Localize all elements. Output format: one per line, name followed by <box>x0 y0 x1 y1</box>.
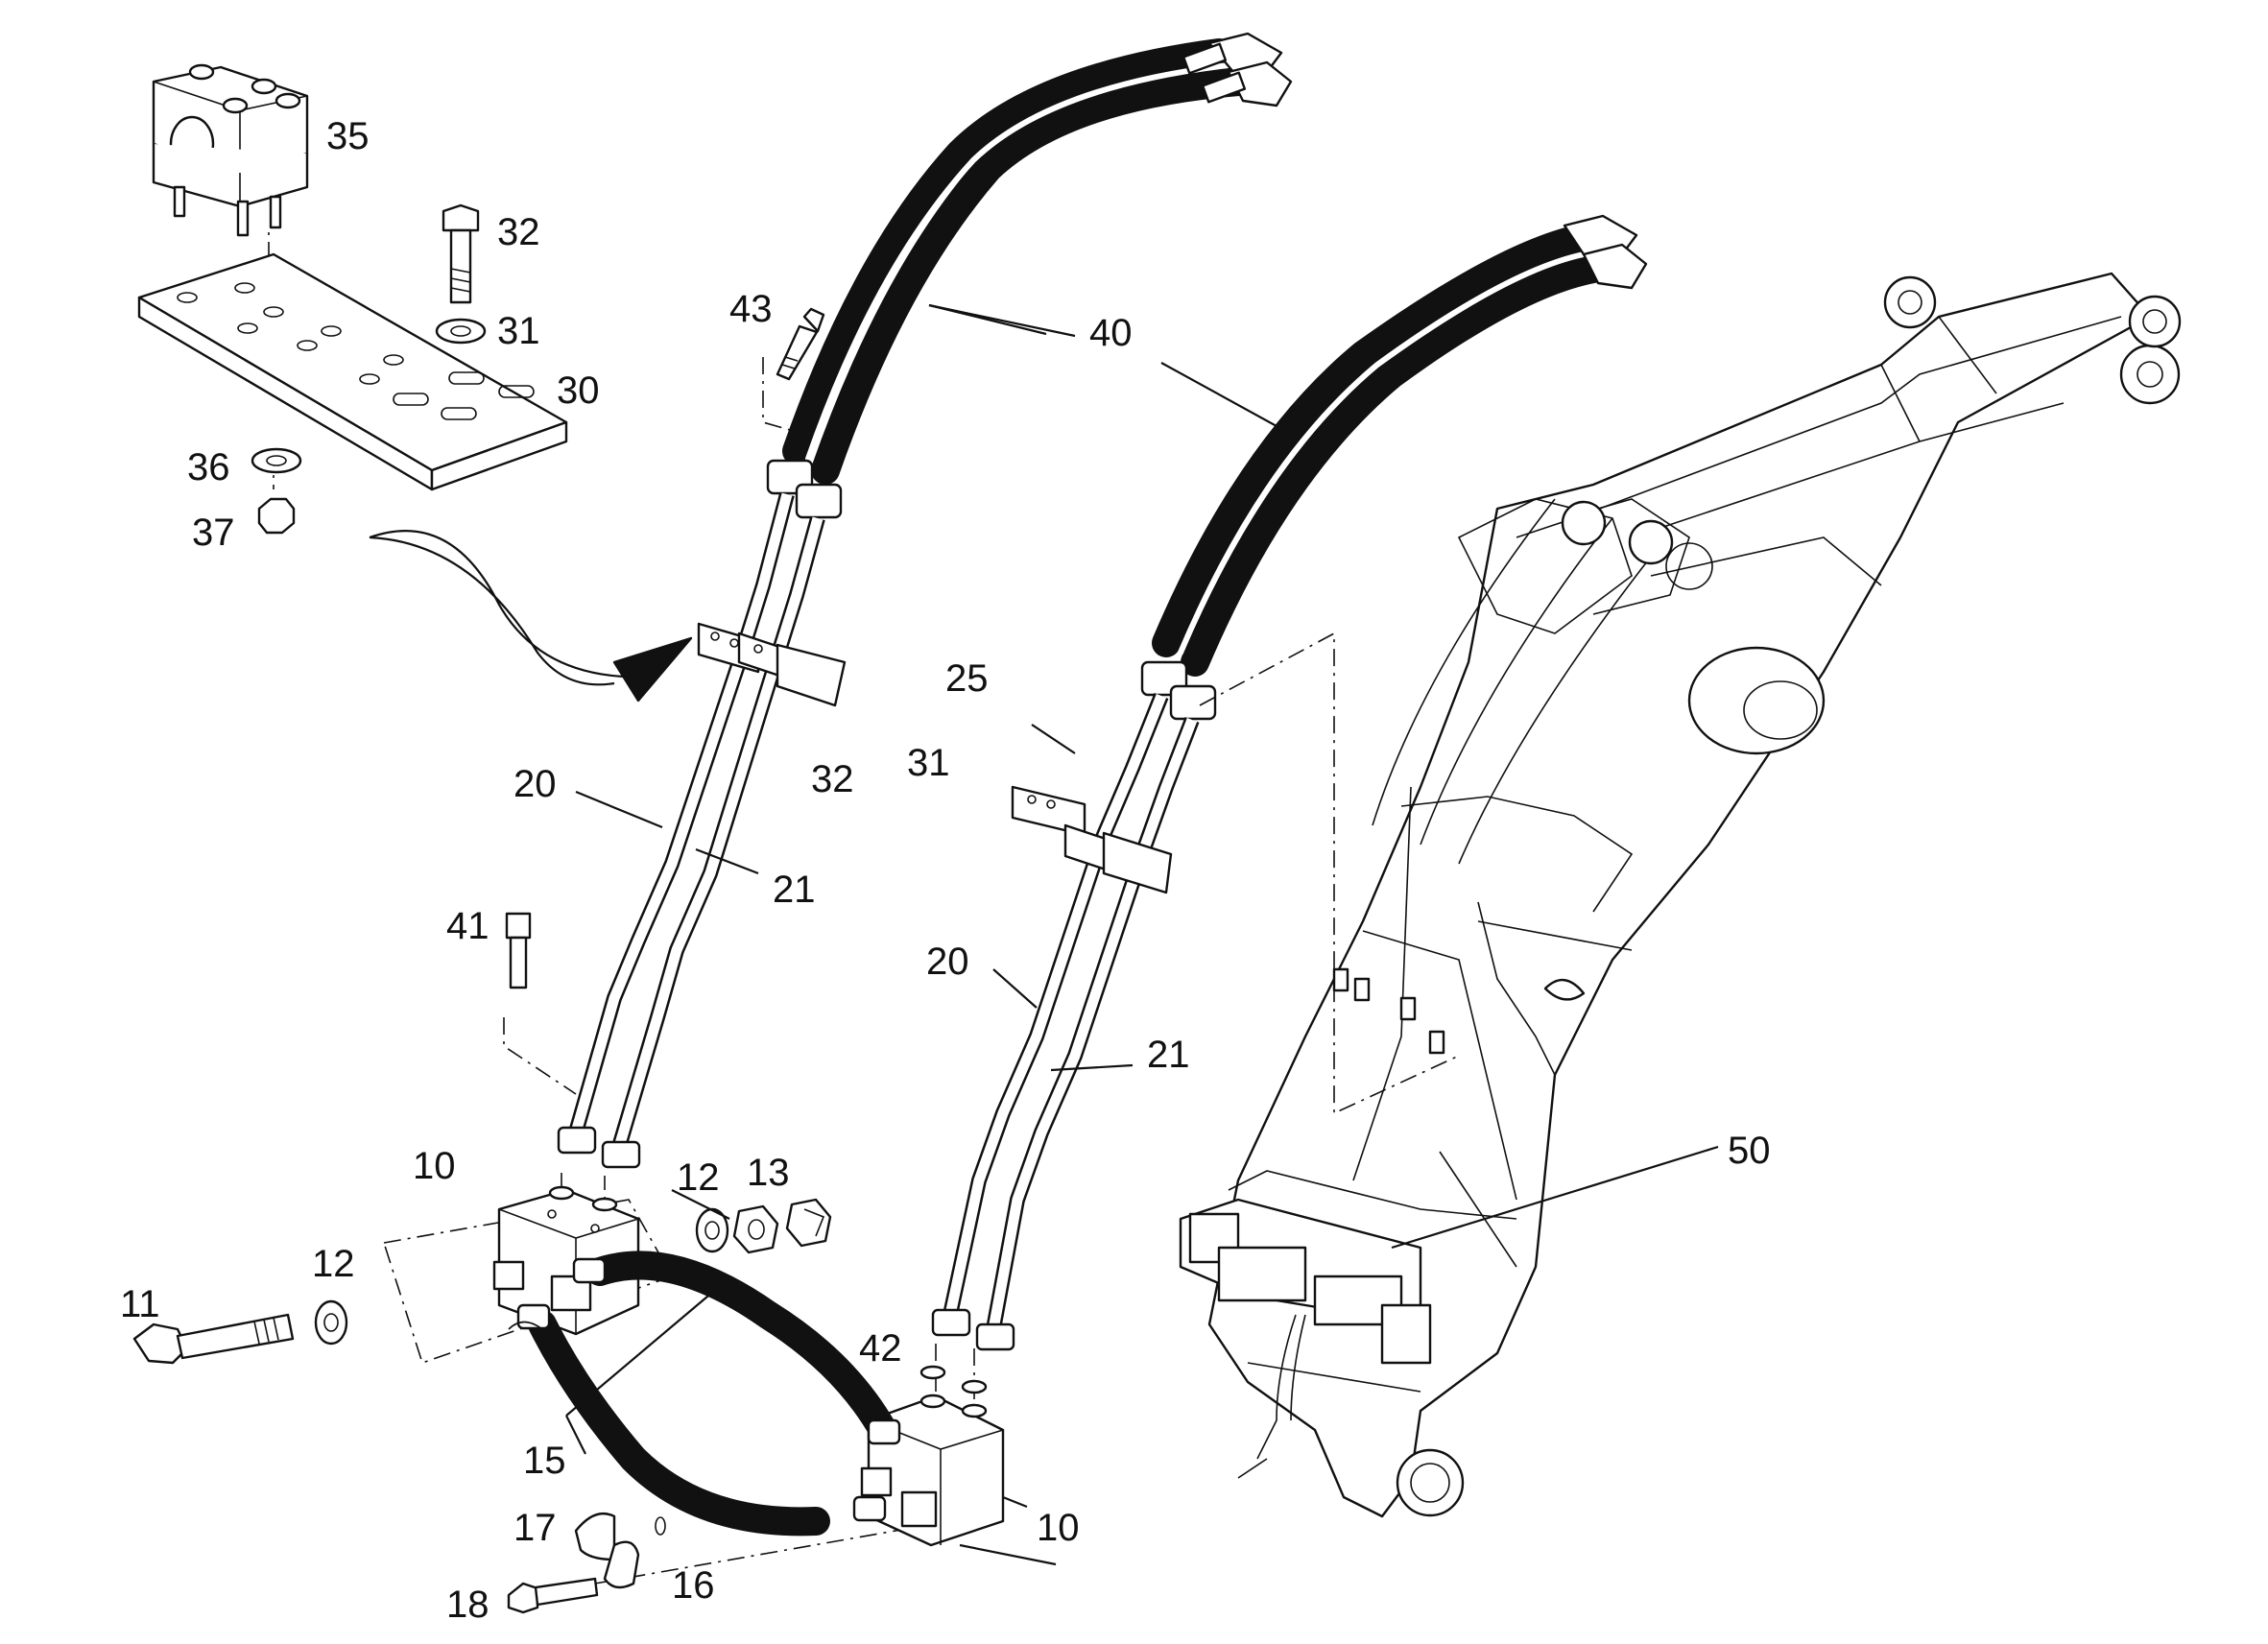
callout-30: 30 <box>557 369 600 412</box>
callout-41: 41 <box>446 905 489 947</box>
hose-set-middle <box>931 214 1648 1351</box>
callout-25: 25 <box>945 657 989 700</box>
callout-12-right: 12 <box>677 1156 720 1199</box>
bolts-small <box>505 307 825 989</box>
callout-21-mid: 21 <box>1147 1034 1190 1076</box>
callout-40: 40 <box>1089 312 1133 354</box>
callout-20-mid: 20 <box>926 941 969 983</box>
callout-18: 18 <box>446 1584 489 1626</box>
callout-13: 13 <box>747 1152 790 1194</box>
callout-31-top: 31 <box>497 310 540 352</box>
callout-37: 37 <box>192 512 235 554</box>
leader-lines <box>565 303 1719 1566</box>
callout-10-left: 10 <box>413 1145 456 1187</box>
callout-17: 17 <box>513 1507 557 1549</box>
callout-16: 16 <box>672 1564 715 1607</box>
callout-31-mid: 31 <box>907 742 950 784</box>
callout-50: 50 <box>1728 1130 1771 1172</box>
callout-12-left: 12 <box>312 1243 355 1285</box>
callout-21-left: 21 <box>773 869 816 911</box>
callout-35: 35 <box>326 115 370 157</box>
callout-32-mid: 32 <box>811 758 854 800</box>
callout-labels: 35 32 31 30 36 37 43 40 25 32 31 20 21 4… <box>120 115 1771 1626</box>
boom-arm <box>1179 272 2182 1518</box>
callout-43: 43 <box>729 288 773 330</box>
valve-block-left <box>492 1185 640 1336</box>
callout-42: 42 <box>859 1327 902 1370</box>
crossover-hoses <box>508 1251 901 1537</box>
flange-clamps <box>507 1512 666 1614</box>
callout-11: 11 <box>120 1283 160 1325</box>
hose-set-left <box>557 32 1293 1169</box>
callout-36: 36 <box>187 446 230 488</box>
callout-15: 15 <box>523 1440 566 1482</box>
callout-32-top: 32 <box>497 211 540 253</box>
fasteners-block <box>132 1198 832 1365</box>
clamp-plate-group <box>137 63 693 703</box>
callout-10-right: 10 <box>1037 1507 1080 1549</box>
valve-block-right <box>860 1365 1005 1547</box>
callout-20-left: 20 <box>513 763 557 805</box>
